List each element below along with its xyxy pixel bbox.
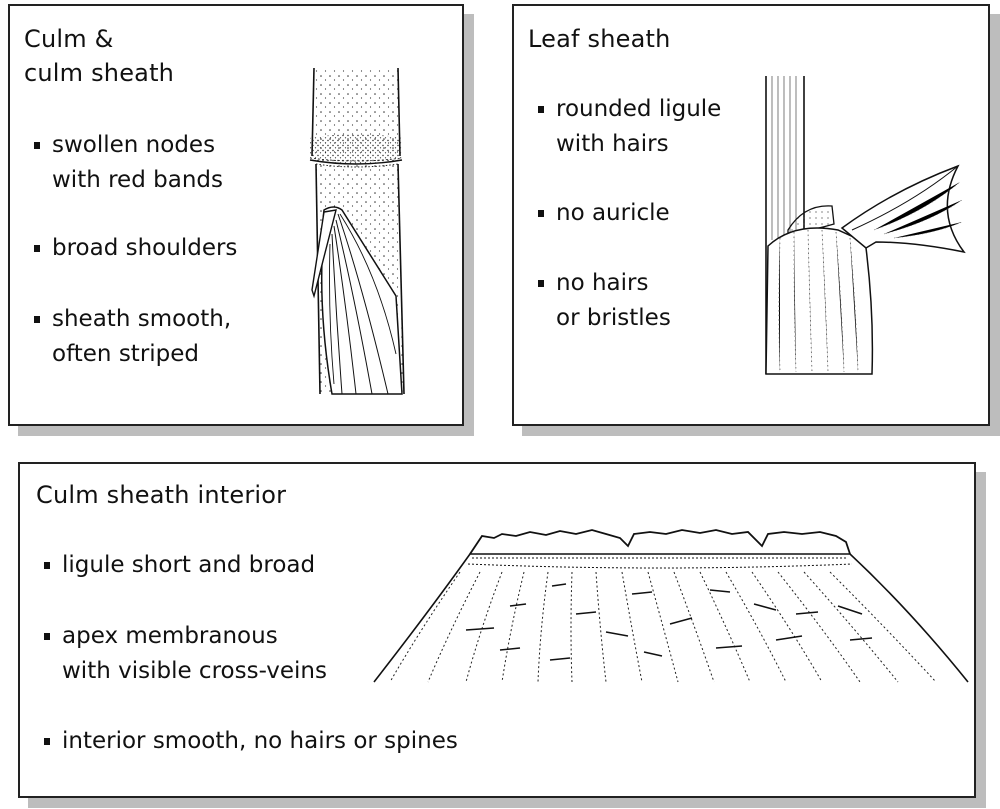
culm-bullet-nodes-text: swollen nodes with red bands [52, 132, 223, 193]
culm-panel: Culm & culm sheath swollen nodes with re… [8, 4, 464, 426]
interior-bullet-ligule: ligule short and broad [44, 548, 315, 583]
culm-title-line1: Culm & [24, 25, 114, 53]
culm-illustration [309, 67, 405, 395]
leaf-bullet-ligule: rounded ligule with hairs [538, 92, 721, 162]
interior-bullet-smooth-text: interior smooth, no hairs or spines [62, 728, 458, 754]
bullet-mark [34, 316, 40, 323]
interior-bullet-ligule-text: ligule short and broad [62, 552, 316, 578]
leaf-panel-title: Leaf sheath [528, 25, 671, 53]
interior-bullet-apex: apex membranous with visible cross-veins [44, 619, 327, 689]
bullet-mark [538, 210, 544, 217]
sheath-interior-illustration [373, 529, 969, 683]
culm-bullet-sheath: sheath smooth, often striped [34, 302, 231, 372]
bullet-mark [538, 280, 544, 287]
interior-panel-title: Culm sheath interior [36, 481, 287, 509]
interior-bullet-apex-text: apex membranous with visible cross-veins [62, 623, 327, 684]
bullet-mark [538, 106, 544, 113]
leaf-bullet-hairs-text: no hairs or bristles [556, 270, 671, 331]
leaf-panel: Leaf sheath rounded ligule with hairs no… [512, 4, 990, 426]
bullet-mark [44, 633, 50, 640]
bullet-mark [34, 245, 40, 252]
bullet-mark [44, 562, 50, 569]
culm-panel-title: Culm & culm sheath [24, 22, 174, 90]
culm-bullet-nodes: swollen nodes with red bands [34, 128, 223, 198]
interior-panel: Culm sheath interior ligule short and br… [18, 462, 976, 798]
leaf-bullet-hairs: no hairs or bristles [538, 266, 671, 336]
culm-bullet-shoulders-text: broad shoulders [52, 235, 238, 261]
leaf-bullet-ligule-text: rounded ligule with hairs [556, 96, 722, 157]
culm-bullet-sheath-text: sheath smooth, often striped [52, 306, 232, 367]
bullet-mark [34, 142, 40, 149]
bullet-mark [44, 738, 50, 745]
culm-bullet-shoulders: broad shoulders [34, 231, 237, 266]
interior-bullet-smooth: interior smooth, no hairs or spines [44, 724, 458, 759]
culm-title-line2: culm sheath [24, 59, 175, 87]
leaf-sheath-illustration [765, 76, 966, 375]
leaf-bullet-auricle-text: no auricle [556, 200, 670, 226]
leaf-bullet-auricle: no auricle [538, 196, 670, 231]
